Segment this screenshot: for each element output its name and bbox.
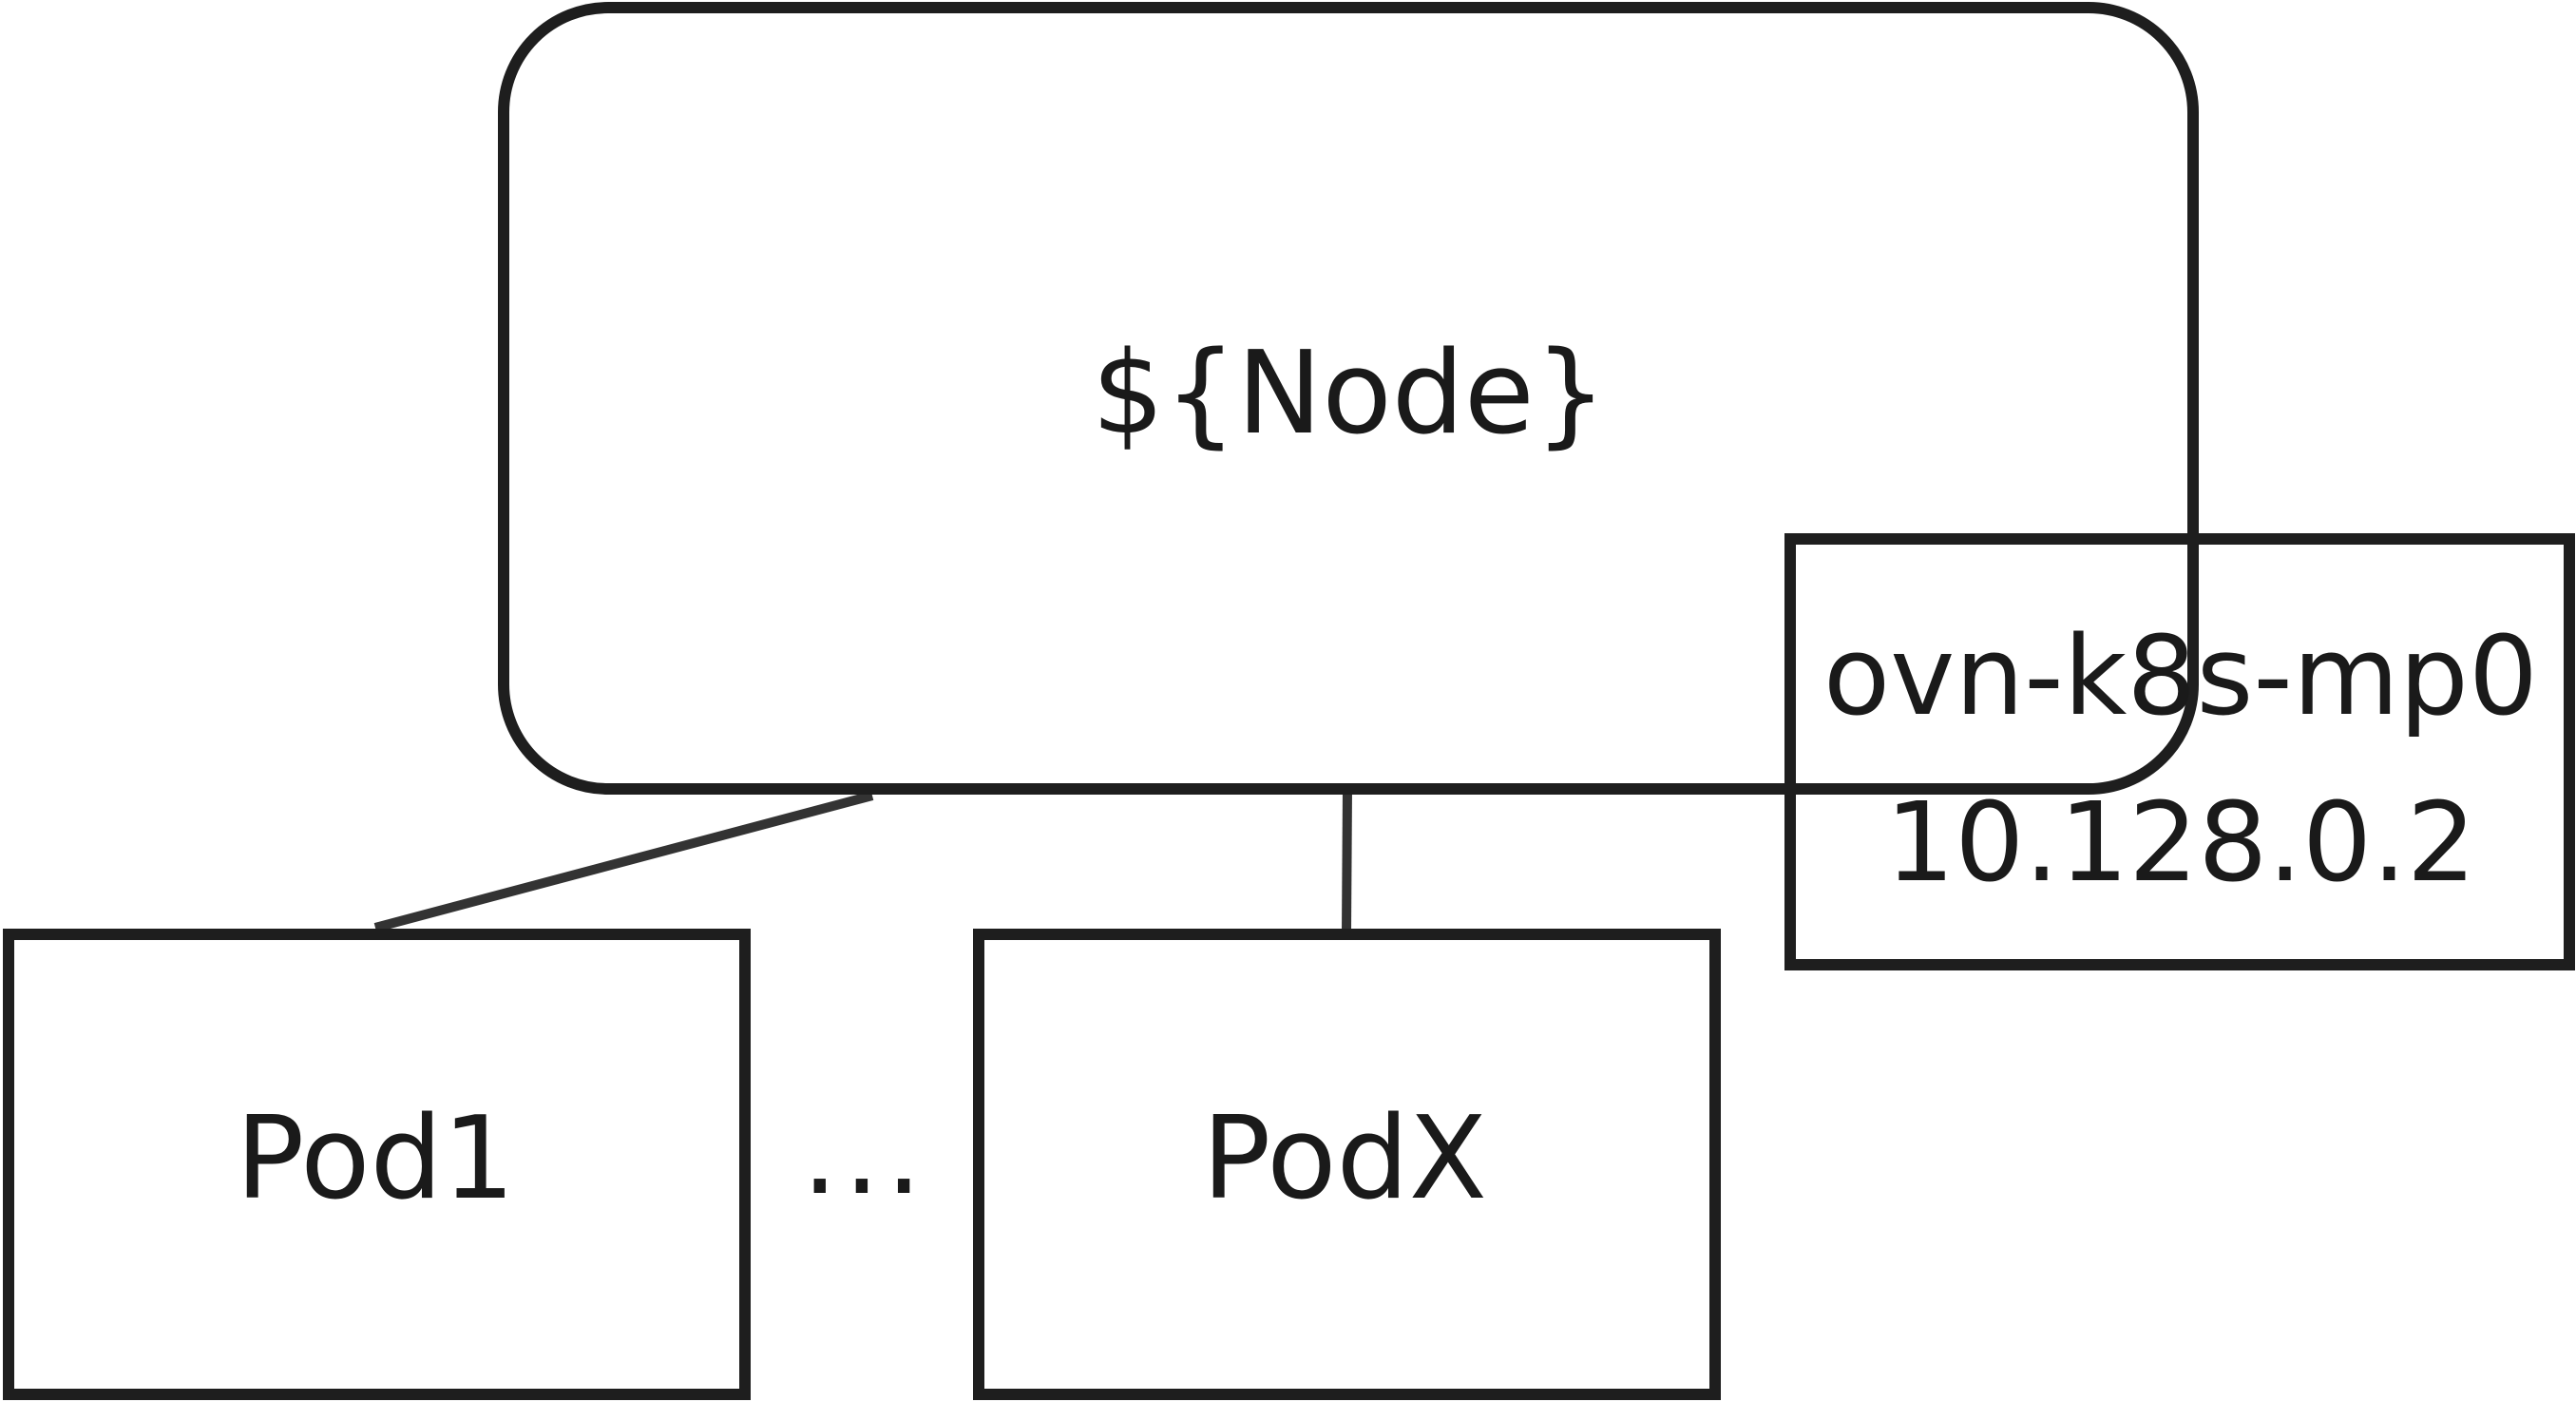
- node-box: [498, 2, 2199, 795]
- interface-box: [1784, 533, 2575, 970]
- node-label: ${Node}: [1091, 328, 1608, 460]
- podx-label: PodX: [1202, 1093, 1487, 1225]
- connector-node-podx: [1342, 788, 1352, 934]
- pod1-label: Pod1: [235, 1093, 516, 1225]
- interface-name-label: ovn-k8s-mp0: [1822, 613, 2539, 740]
- pod-ellipsis: ...: [801, 1088, 928, 1220]
- connector-node-pod1: [373, 791, 874, 932]
- interface-ip-label: 10.128.0.2: [1885, 779, 2476, 907]
- pod1-box: [3, 929, 751, 1400]
- podx-box: [973, 929, 1721, 1400]
